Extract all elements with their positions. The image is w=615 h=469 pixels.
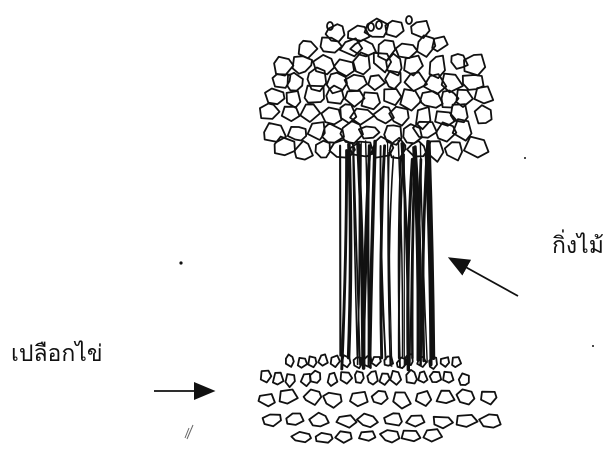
crown-cell (362, 92, 381, 109)
shell-cell (280, 390, 298, 404)
shell-cell (331, 356, 340, 368)
crown-cell (475, 105, 492, 123)
shell-cell (481, 392, 497, 405)
shell-cell (316, 433, 333, 443)
shell-cell (443, 372, 453, 383)
crown-cell (264, 123, 286, 142)
shell-cell (479, 414, 501, 427)
shell-cell (359, 431, 375, 441)
shell-cell (457, 415, 478, 427)
crown-cell (374, 53, 391, 73)
shell-cell (341, 372, 353, 384)
branch-arrow-icon (451, 259, 518, 296)
crown-cell (300, 104, 320, 122)
shell-cell (434, 417, 453, 429)
shell-label: เปลือกไข่ (11, 343, 103, 366)
shell-cell (357, 414, 378, 428)
shell-cell (437, 391, 455, 403)
shell-cell (261, 371, 272, 383)
shell-cell (310, 371, 320, 383)
stem-fiber (370, 142, 375, 356)
shell-cell (286, 374, 295, 387)
stem-fibers (340, 140, 433, 369)
shell-cell (371, 357, 380, 366)
shell-cell (263, 415, 281, 427)
shell-cell (328, 373, 338, 386)
crown-cell (287, 91, 301, 108)
crown-speck (376, 21, 382, 29)
crown-cell (384, 89, 401, 105)
shell-cell (318, 354, 328, 365)
shell-cell (336, 415, 356, 427)
shell-cell (380, 430, 399, 442)
crown-cell (445, 142, 462, 160)
shell-cell (355, 371, 364, 383)
crown-cell (282, 107, 300, 121)
shell-cell (457, 389, 475, 404)
crown-cell (295, 141, 313, 160)
stem-fiber (360, 144, 362, 359)
shell-cell (423, 429, 442, 441)
shell-cell (416, 391, 431, 406)
shell-cell (452, 357, 461, 367)
shell-cell (286, 414, 303, 425)
crown-cell (420, 91, 443, 108)
crown-cell (293, 56, 313, 73)
shell-cell (393, 392, 411, 408)
shell-cell (384, 356, 393, 365)
crown-speck (406, 16, 412, 24)
shell-cell (406, 416, 424, 427)
shell-cell (459, 373, 469, 385)
shell-cell (384, 413, 402, 425)
crown-cell (385, 21, 403, 37)
crown-cell (265, 89, 285, 105)
crown-cell (260, 104, 280, 119)
shell-cell (291, 432, 311, 442)
shell-cell (304, 390, 322, 406)
crown-cell-cluster (260, 16, 493, 162)
shell-cell (406, 370, 417, 384)
shell-cell (402, 431, 421, 442)
shell-cell (335, 431, 352, 443)
crown-cell (475, 86, 494, 103)
crown-cell (345, 75, 367, 91)
crown-cell (413, 122, 437, 138)
shell-cell (350, 392, 368, 406)
crown-cell (378, 40, 395, 61)
shell-cell (367, 371, 378, 385)
shell-cell (273, 373, 284, 385)
shell-cell (390, 371, 401, 385)
crown-cell (316, 141, 331, 158)
shell-cell (441, 357, 449, 367)
crown-cell (405, 72, 428, 91)
shell-cell (309, 413, 329, 427)
shell-cell (430, 372, 442, 382)
shell-cell (323, 393, 342, 408)
crown-cell (274, 57, 293, 76)
shell-cell (372, 391, 388, 404)
shell-cell (380, 374, 390, 385)
crown-cell (368, 75, 385, 90)
crown-cell (288, 127, 307, 141)
shell-cell (259, 394, 275, 406)
stem-fiber (342, 151, 347, 369)
shell-cell (308, 356, 316, 367)
crown-cell (416, 107, 430, 129)
crown-speck (368, 23, 374, 31)
crown-cell (275, 137, 295, 156)
shell-cell (298, 358, 307, 368)
crown-cell (400, 89, 421, 110)
crown-cell (451, 54, 468, 69)
shell-cell (418, 371, 427, 382)
branch-label: กิ่งไม้ (552, 235, 604, 258)
shell-base-cells (259, 354, 501, 443)
shell-cell (286, 355, 294, 367)
stem-fiber (349, 144, 351, 357)
